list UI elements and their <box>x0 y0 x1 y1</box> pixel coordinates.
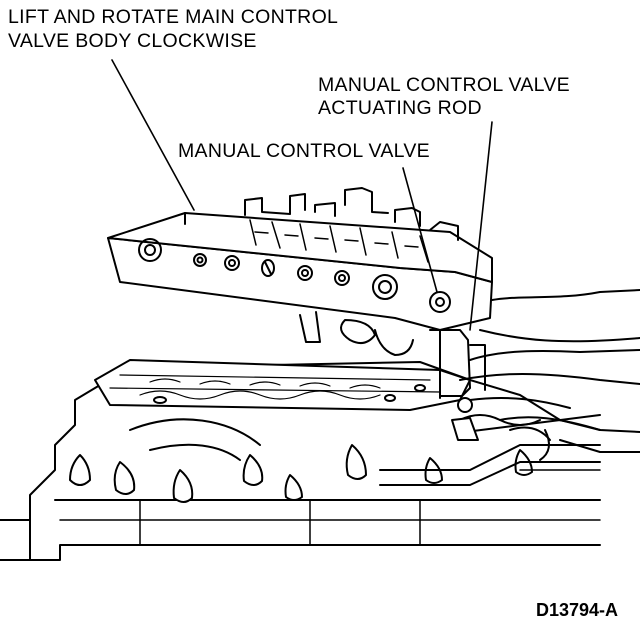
callout-lift-rotate-line2: VALVE BODY CLOCKWISE <box>8 30 257 52</box>
callout-manual-control-valve: MANUAL CONTROL VALVE <box>178 140 430 162</box>
manual-control-valve <box>429 329 486 441</box>
separator-plate <box>94 359 471 411</box>
leader-lines <box>111 59 493 331</box>
callout-actuating-rod-line1: MANUAL CONTROL VALVE <box>318 74 570 96</box>
callout-actuating-rod-line2: ACTUATING ROD <box>318 97 482 119</box>
leader-line-manual-valve <box>402 167 438 293</box>
leader-line-actuating-rod <box>469 121 493 331</box>
hand-lifting-valve-body <box>459 289 640 471</box>
main-control-valve-body <box>107 187 493 356</box>
figure-id: D13794-A <box>535 600 618 620</box>
leader-line-lift-rotate <box>111 59 195 211</box>
transmission-case <box>0 361 601 561</box>
callout-lift-rotate-line1: LIFT AND ROTATE MAIN CONTROL <box>8 6 339 28</box>
